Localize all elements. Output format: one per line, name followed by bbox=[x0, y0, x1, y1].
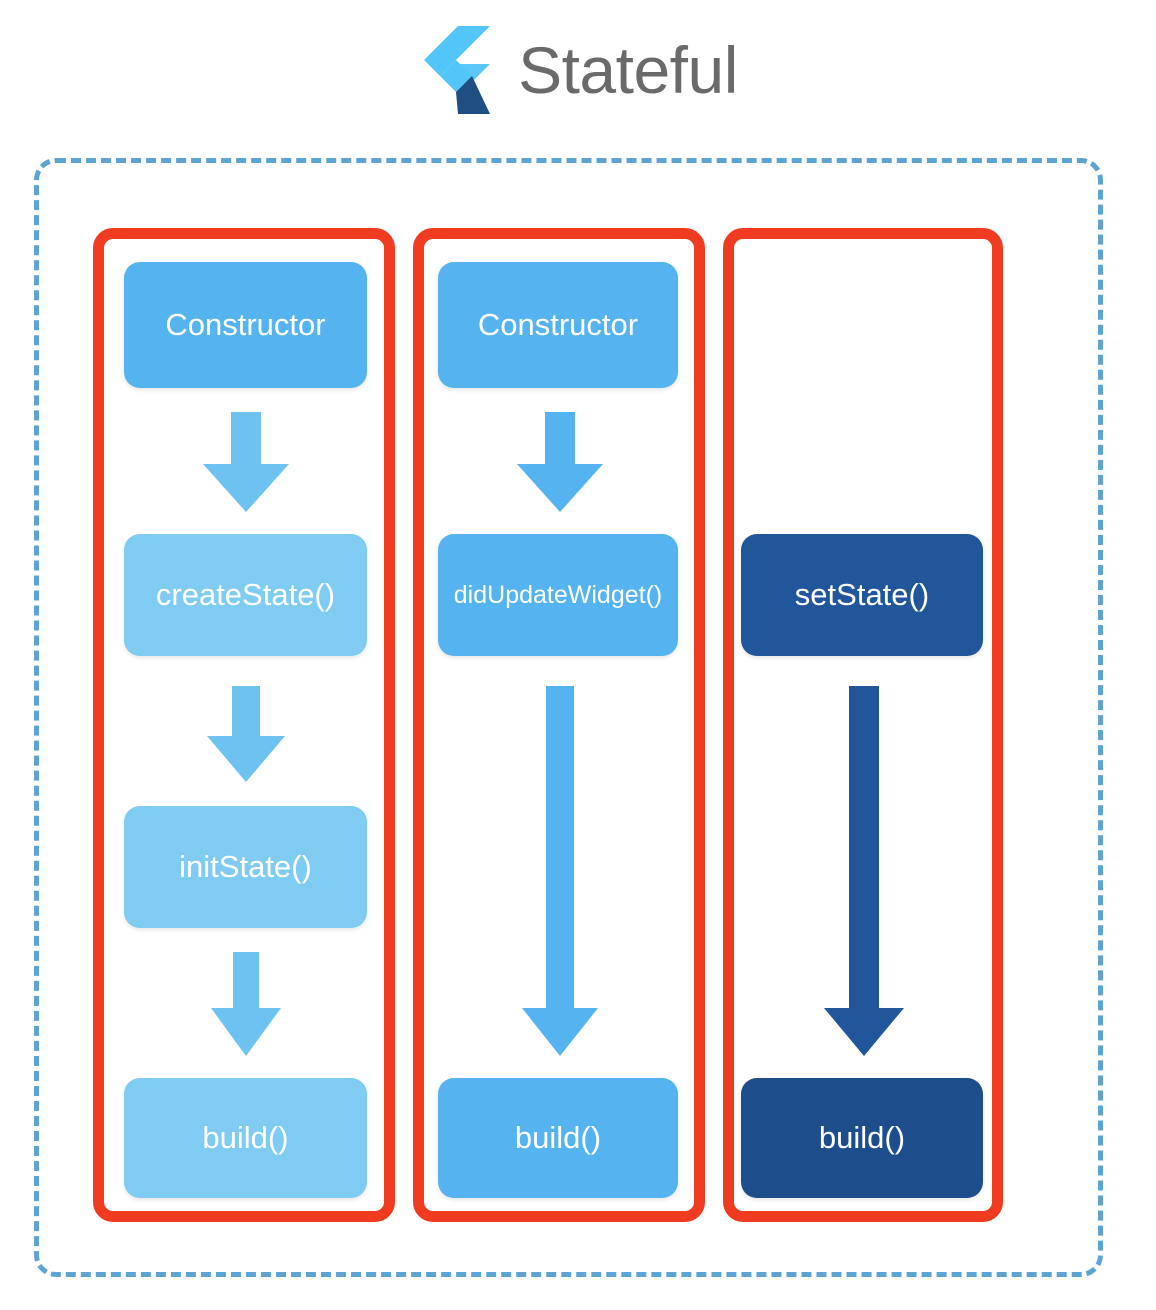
node-setstate[interactable]: setState() bbox=[741, 534, 983, 656]
arrow-createstate-to-initstate-icon bbox=[207, 686, 285, 782]
phase-column-initial-build bbox=[93, 228, 395, 1222]
page-header: Stateful bbox=[0, 0, 1156, 140]
phase-column-widget-update bbox=[413, 228, 705, 1222]
arrow-setstate-to-build-icon bbox=[824, 686, 904, 1056]
arrow-didupdatewidget-to-build-icon bbox=[522, 686, 598, 1056]
arrow-constructor-to-createstate-icon bbox=[203, 412, 289, 512]
flutter-logo-icon bbox=[424, 26, 491, 114]
node-build-initial[interactable]: build() bbox=[124, 1078, 367, 1198]
node-createstate[interactable]: createState() bbox=[124, 534, 367, 656]
node-build-setstate[interactable]: build() bbox=[741, 1078, 983, 1198]
lifecycle-dashed-container bbox=[34, 158, 1103, 1277]
node-constructor-update[interactable]: Constructor bbox=[438, 262, 678, 388]
arrow-constructor-to-didupdatewidget-icon bbox=[517, 412, 603, 512]
arrow-initstate-to-build-icon bbox=[211, 952, 281, 1056]
phase-column-set-state bbox=[723, 228, 1003, 1222]
node-didupdatewidget[interactable]: didUpdateWidget() bbox=[438, 534, 678, 656]
page-title: Stateful bbox=[518, 33, 738, 107]
node-constructor-initial[interactable]: Constructor bbox=[124, 262, 367, 388]
node-initstate[interactable]: initState() bbox=[124, 806, 367, 928]
node-build-update[interactable]: build() bbox=[438, 1078, 678, 1198]
